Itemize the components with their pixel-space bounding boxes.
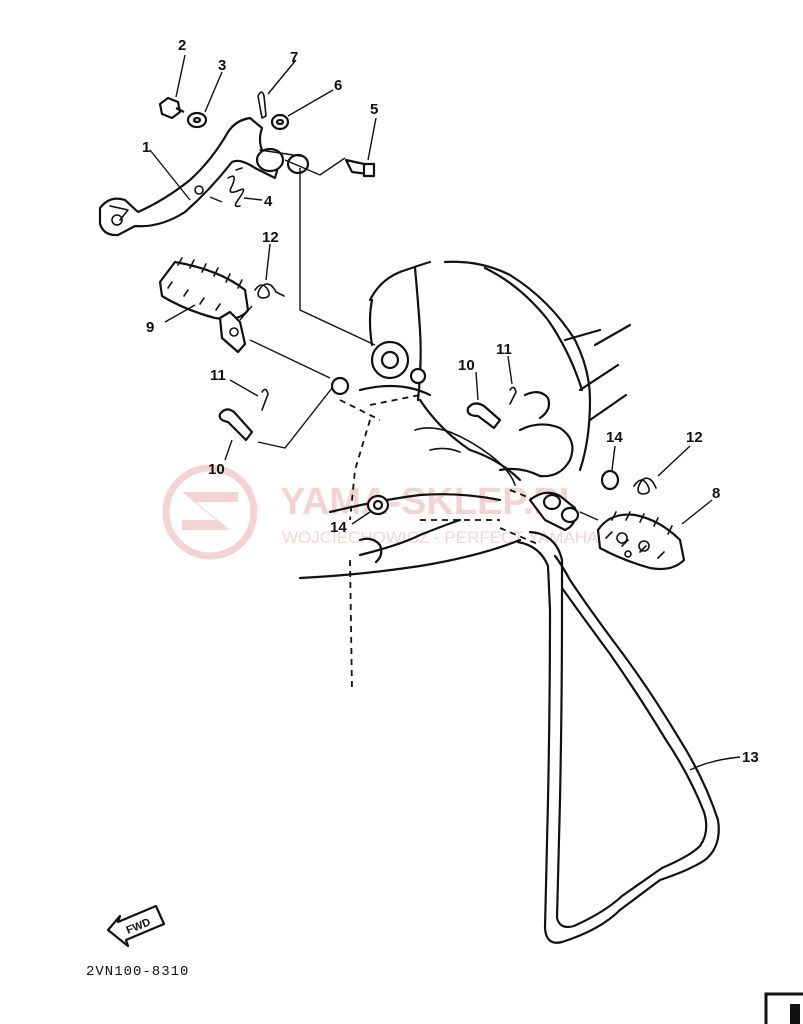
page-corner-box (764, 992, 803, 1024)
callout-14-center: 14 (330, 519, 347, 536)
callouts: 1 2 3 4 5 6 7 8 9 10 10 11 11 12 12 13 1… (142, 37, 759, 766)
cotter-pin (257, 59, 297, 119)
callout-9: 9 (146, 319, 154, 336)
callout-10-right: 10 (458, 357, 475, 374)
bolt (158, 54, 186, 120)
watermark-logo (162, 464, 258, 560)
callout-5: 5 (370, 101, 378, 118)
footrest-pin-left (218, 339, 333, 461)
footrest-spring-left (239, 243, 285, 321)
callout-8: 8 (712, 485, 720, 502)
diagram-code: 2VN100-8310 (86, 964, 189, 980)
callout-4: 4 (264, 193, 273, 210)
side-stand (516, 530, 741, 944)
callout-13: 13 (742, 749, 759, 766)
callout-11-right: 11 (496, 341, 512, 358)
washer-small (270, 89, 334, 131)
callout-12-right: 12 (686, 429, 703, 446)
callout-2: 2 (178, 37, 186, 54)
footrest-pin-right (466, 355, 517, 430)
left-footrest (158, 257, 250, 354)
bushing-center (351, 494, 390, 525)
callout-12-left: 12 (262, 229, 279, 246)
callout-14-right: 14 (606, 429, 623, 446)
washer (186, 71, 223, 129)
return-spring (209, 167, 263, 208)
footrest-spring-right (633, 445, 691, 495)
callout-11-left: 11 (210, 367, 226, 384)
callout-7: 7 (290, 49, 298, 66)
brake-pedal-pivot-boss (330, 340, 427, 396)
right-footrest (579, 499, 713, 571)
pivot-bolt (344, 117, 377, 178)
callout-6: 6 (334, 77, 342, 94)
bushing-right (600, 445, 620, 491)
fwd-arrow: FWD (106, 904, 166, 948)
callout-1: 1 (142, 139, 150, 156)
frame-outline (298, 260, 632, 691)
callout-10-left: 10 (208, 461, 225, 478)
watermark: YAMA-SKLEP.PL WOJCIECHOWICZ - PERFECT YA… (162, 464, 599, 560)
brake-pedal (98, 116, 376, 346)
right-footrest-mount (528, 491, 580, 532)
callout-3: 3 (218, 57, 226, 74)
